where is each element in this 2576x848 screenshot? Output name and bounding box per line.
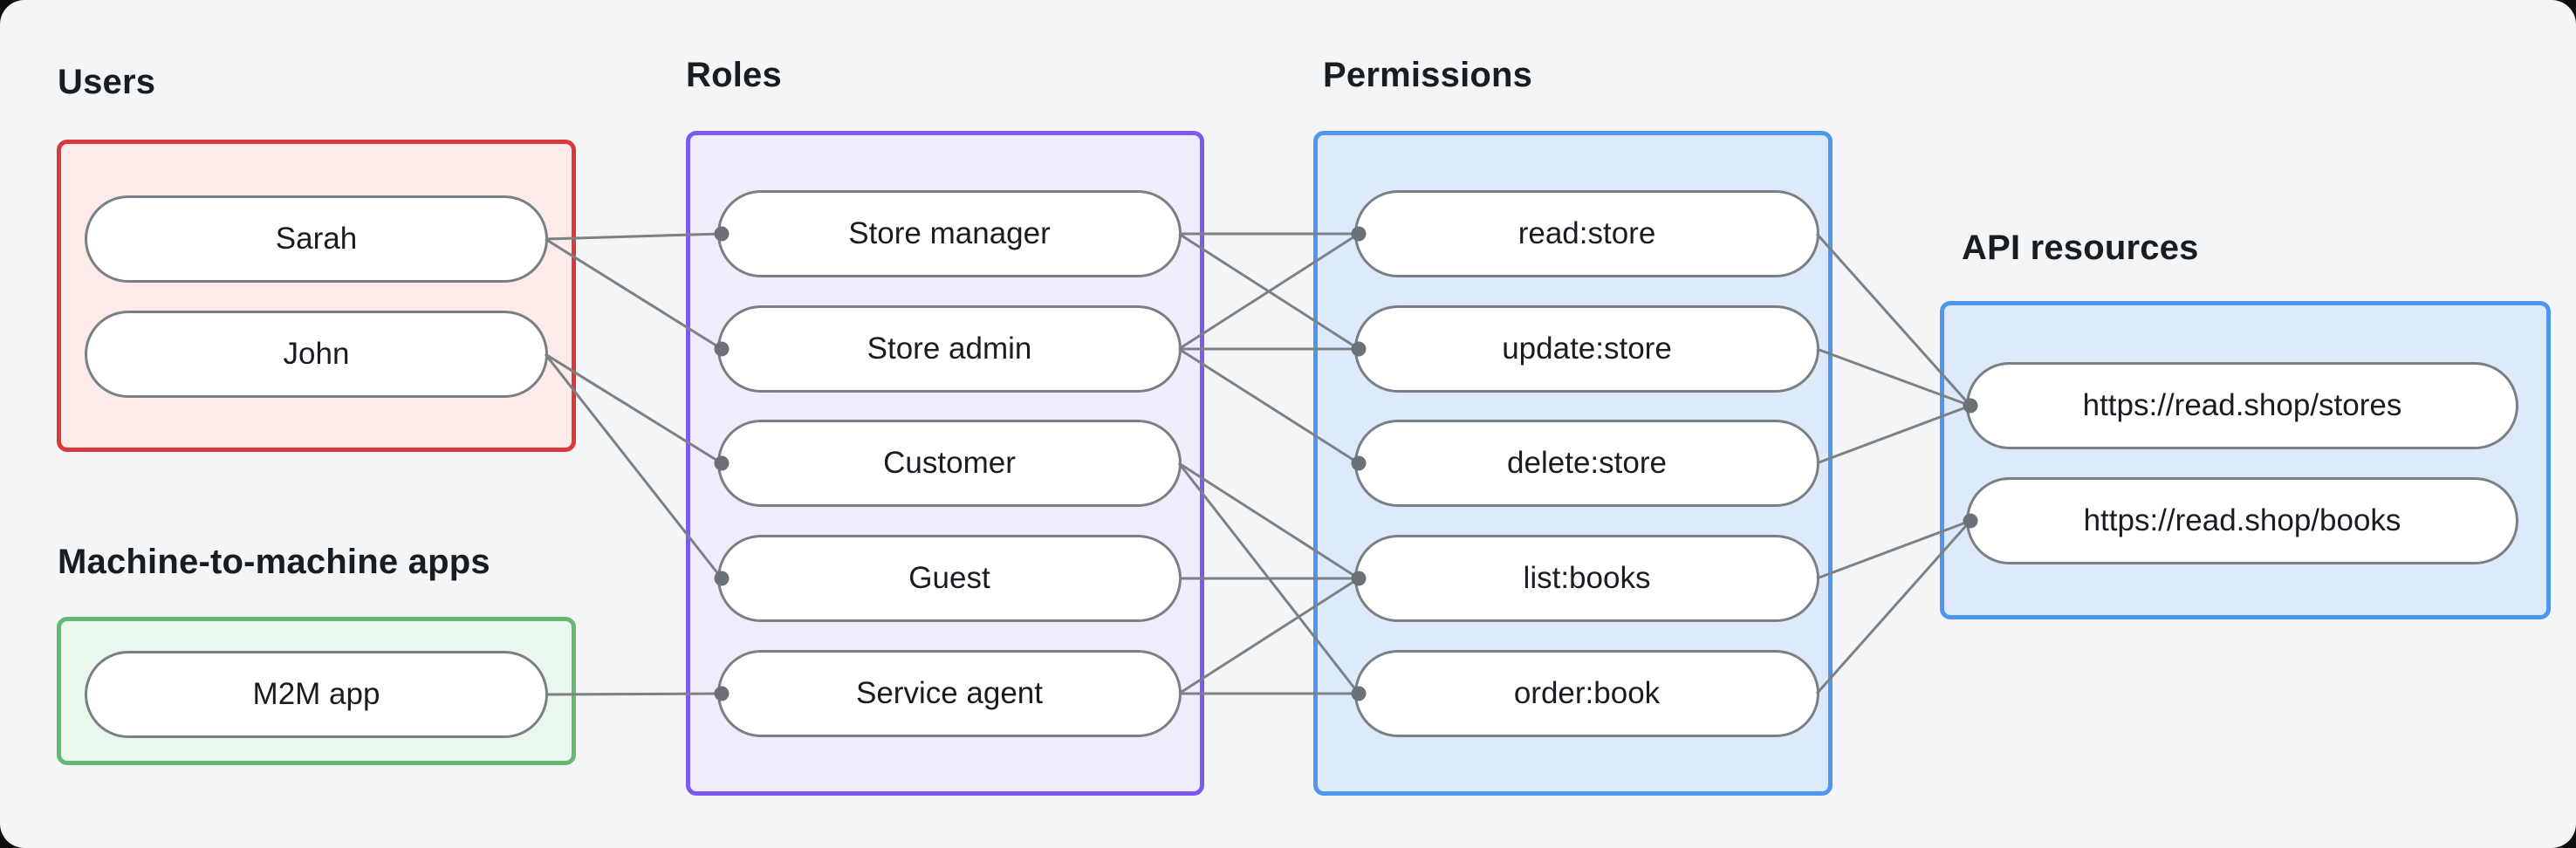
node-delete-store: delete:store bbox=[1354, 420, 1819, 507]
node-sarah: Sarah bbox=[85, 195, 548, 283]
node-service-agent: Service agent bbox=[717, 650, 1182, 737]
roles-heading: Roles bbox=[686, 56, 782, 94]
node-guest: Guest bbox=[717, 535, 1182, 622]
node-api-stores: https://read.shop/stores bbox=[1966, 362, 2518, 449]
node-store-manager: Store manager bbox=[717, 190, 1182, 277]
node-store-admin: Store admin bbox=[717, 305, 1182, 393]
m2m-apps-heading: Machine-to-machine apps bbox=[58, 543, 490, 581]
node-john: John bbox=[85, 311, 548, 398]
api-resources-group-box bbox=[1940, 301, 2551, 619]
node-list-books: list:books bbox=[1354, 535, 1819, 622]
node-m2m-app: M2M app bbox=[85, 651, 548, 738]
node-api-books: https://read.shop/books bbox=[1966, 477, 2518, 564]
users-heading: Users bbox=[58, 63, 156, 101]
node-update-store: update:store bbox=[1354, 305, 1819, 393]
permissions-heading: Permissions bbox=[1323, 56, 1533, 94]
api-resources-heading: API resources bbox=[1962, 229, 2199, 267]
node-order-book: order:book bbox=[1354, 650, 1819, 737]
node-customer: Customer bbox=[717, 420, 1182, 507]
node-read-store: read:store bbox=[1354, 190, 1819, 277]
users-group-box bbox=[57, 140, 576, 452]
